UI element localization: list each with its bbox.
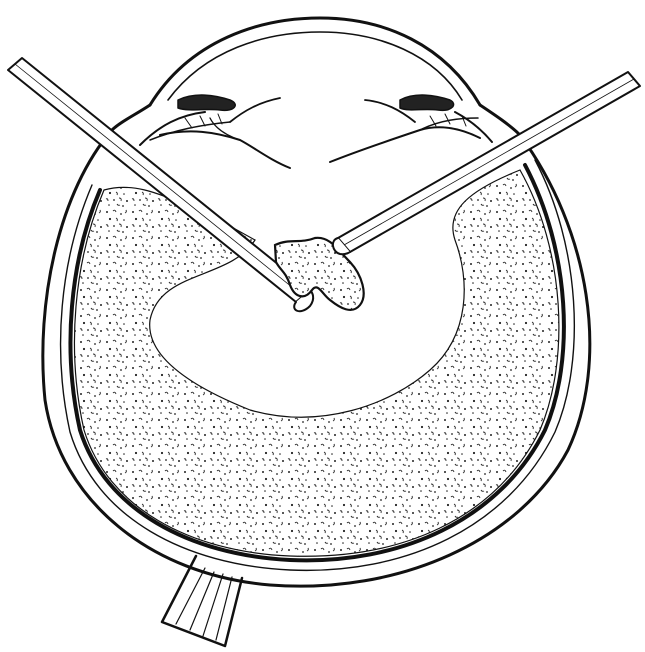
sclera-limbus-left: [112, 105, 150, 130]
optic-nerve: [162, 556, 242, 646]
sclera-limbus-right: [480, 105, 520, 135]
ciliary-body-left: [140, 95, 290, 168]
ciliary-body-right: [330, 95, 492, 162]
cornea: [150, 18, 480, 105]
vitreous-gel: [74, 170, 558, 556]
